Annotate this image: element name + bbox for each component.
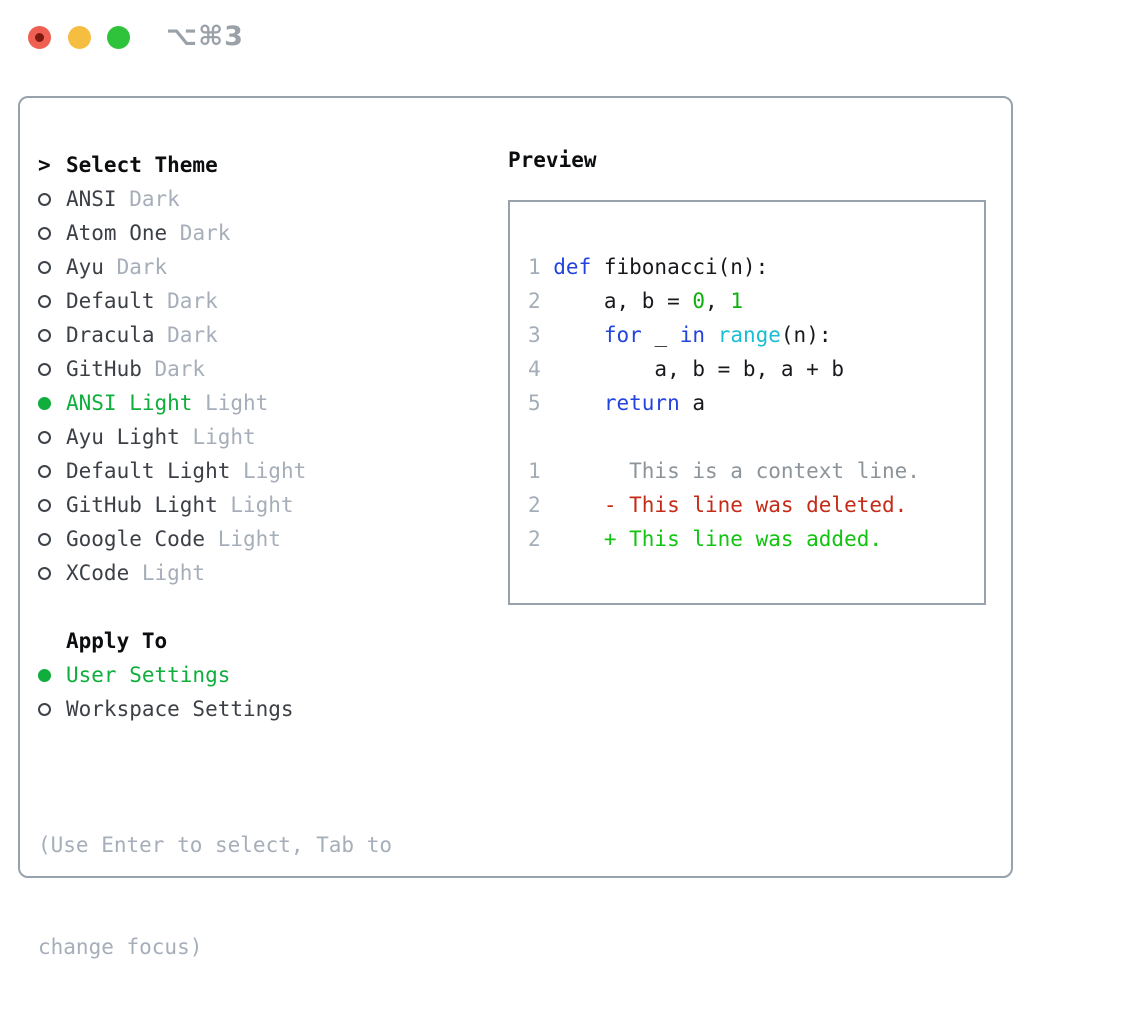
theme-option-ansi-light[interactable]: ANSI Light Light <box>38 386 306 420</box>
app-window: ⌥⌘3 > Select Theme ANSI Dark Atom One Da… <box>0 0 1140 959</box>
apply-to-header: Apply To <box>38 624 294 658</box>
diff-deleted-line: 2 - This line was deleted. <box>528 488 920 522</box>
theme-variant: Dark <box>129 187 180 211</box>
diff-added-line: 2 + This line was added. <box>528 522 920 556</box>
theme-name: GitHub <box>66 357 142 381</box>
radio-icon-selected <box>38 668 51 682</box>
theme-option-ansi-dark[interactable]: ANSI Dark <box>38 182 306 216</box>
theme-variant: Light <box>205 391 269 415</box>
radio-icon <box>38 362 51 376</box>
theme-name: Atom One <box>66 221 168 245</box>
apply-option-label: Workspace Settings <box>66 697 294 721</box>
line-number: 2 <box>528 289 541 313</box>
theme-name: Dracula <box>66 323 155 347</box>
line-number: 1 <box>528 459 541 483</box>
theme-option-xcode-light[interactable]: XCode Light <box>38 556 306 590</box>
focus-cursor-icon: > <box>38 153 51 177</box>
line-number: 2 <box>528 493 541 517</box>
code-line: 4 a, b = b, a + b <box>528 352 920 386</box>
apply-option-label: User Settings <box>66 663 231 687</box>
close-button[interactable] <box>28 26 51 49</box>
theme-variant: Light <box>141 561 206 585</box>
apply-to-title: Apply To <box>66 629 168 653</box>
title-bar: ⌥⌘3 <box>0 0 1140 75</box>
code-blank-line <box>528 420 920 454</box>
theme-variant: Dark <box>116 255 168 279</box>
theme-option-default-dark[interactable]: Default Dark <box>38 284 306 318</box>
theme-name: Ayu <box>66 255 104 279</box>
theme-list-title: Select Theme <box>66 153 218 177</box>
line-number: 5 <box>528 391 541 415</box>
minimize-button[interactable] <box>68 26 91 49</box>
theme-option-github-light[interactable]: GitHub Light Light <box>38 488 306 522</box>
zoom-button[interactable] <box>107 26 130 49</box>
radio-icon <box>38 328 51 342</box>
radio-icon-selected <box>38 396 51 410</box>
theme-variant: Dark <box>167 289 218 313</box>
theme-name: ANSI <box>66 187 117 211</box>
radio-icon <box>38 226 51 240</box>
theme-option-github-dark[interactable]: GitHub Dark <box>38 352 306 386</box>
radio-icon <box>38 192 51 206</box>
theme-variant: Dark <box>167 323 218 347</box>
theme-name: Default <box>66 289 155 313</box>
theme-variant: Light <box>230 493 294 517</box>
line-number: 2 <box>528 527 541 551</box>
apply-to-section: Apply To User Settings Workspace Setting… <box>38 624 294 726</box>
theme-list-header: > Select Theme <box>38 148 306 182</box>
preview-title: Preview <box>508 148 597 172</box>
code-line: 3 for _ in range(n): <box>528 318 920 352</box>
theme-option-default-light[interactable]: Default Light Light <box>38 454 306 488</box>
theme-option-google-code-light[interactable]: Google Code Light <box>38 522 306 556</box>
theme-name: Google Code <box>66 527 206 551</box>
theme-name: ANSI Light <box>66 391 193 415</box>
diff-context-line: 1 This is a context line. <box>528 454 920 488</box>
theme-name: GitHub Light <box>66 493 218 517</box>
theme-variant: Light <box>217 527 281 551</box>
hint-line-1: (Use Enter to select, Tab to <box>38 833 393 857</box>
theme-variant: Light <box>192 425 256 449</box>
theme-list: > Select Theme ANSI Dark Atom One Dark A… <box>38 148 306 590</box>
theme-option-ayu-light[interactable]: Ayu Light Light <box>38 420 306 454</box>
code-line: 5 return a <box>528 386 920 420</box>
theme-option-atom-one-dark[interactable]: Atom One Dark <box>38 216 306 250</box>
radio-icon <box>38 430 51 444</box>
radio-icon <box>38 260 51 274</box>
theme-name: Default Light <box>66 459 231 483</box>
theme-name: XCode <box>66 561 130 585</box>
theme-variant: Dark <box>154 357 206 381</box>
theme-option-dracula-dark[interactable]: Dracula Dark <box>38 318 306 352</box>
apply-option-workspace-settings[interactable]: Workspace Settings <box>38 692 294 726</box>
hint-line-2: change focus) <box>38 935 203 959</box>
terminal-frame: > Select Theme ANSI Dark Atom One Dark A… <box>18 96 1013 959</box>
theme-option-ayu-dark[interactable]: Ayu Dark <box>38 250 306 284</box>
radio-icon <box>38 532 51 546</box>
radio-icon <box>38 702 51 716</box>
window-title: ⌥⌘3 <box>166 21 244 52</box>
code-line: 2 a, b = 0, 1 <box>528 284 920 318</box>
radio-icon <box>38 498 51 512</box>
radio-icon <box>38 566 51 580</box>
radio-icon <box>38 464 51 478</box>
line-number: 1 <box>528 255 541 279</box>
line-number: 3 <box>528 323 541 347</box>
keyboard-hint: (Use Enter to select, Tab to change focu… <box>38 760 392 1032</box>
line-number: 4 <box>528 357 541 381</box>
apply-option-user-settings[interactable]: User Settings <box>38 658 294 692</box>
theme-name: Ayu Light <box>66 425 180 449</box>
theme-variant: Dark <box>179 221 231 245</box>
theme-variant: Light <box>243 459 307 483</box>
radio-icon <box>38 294 51 308</box>
